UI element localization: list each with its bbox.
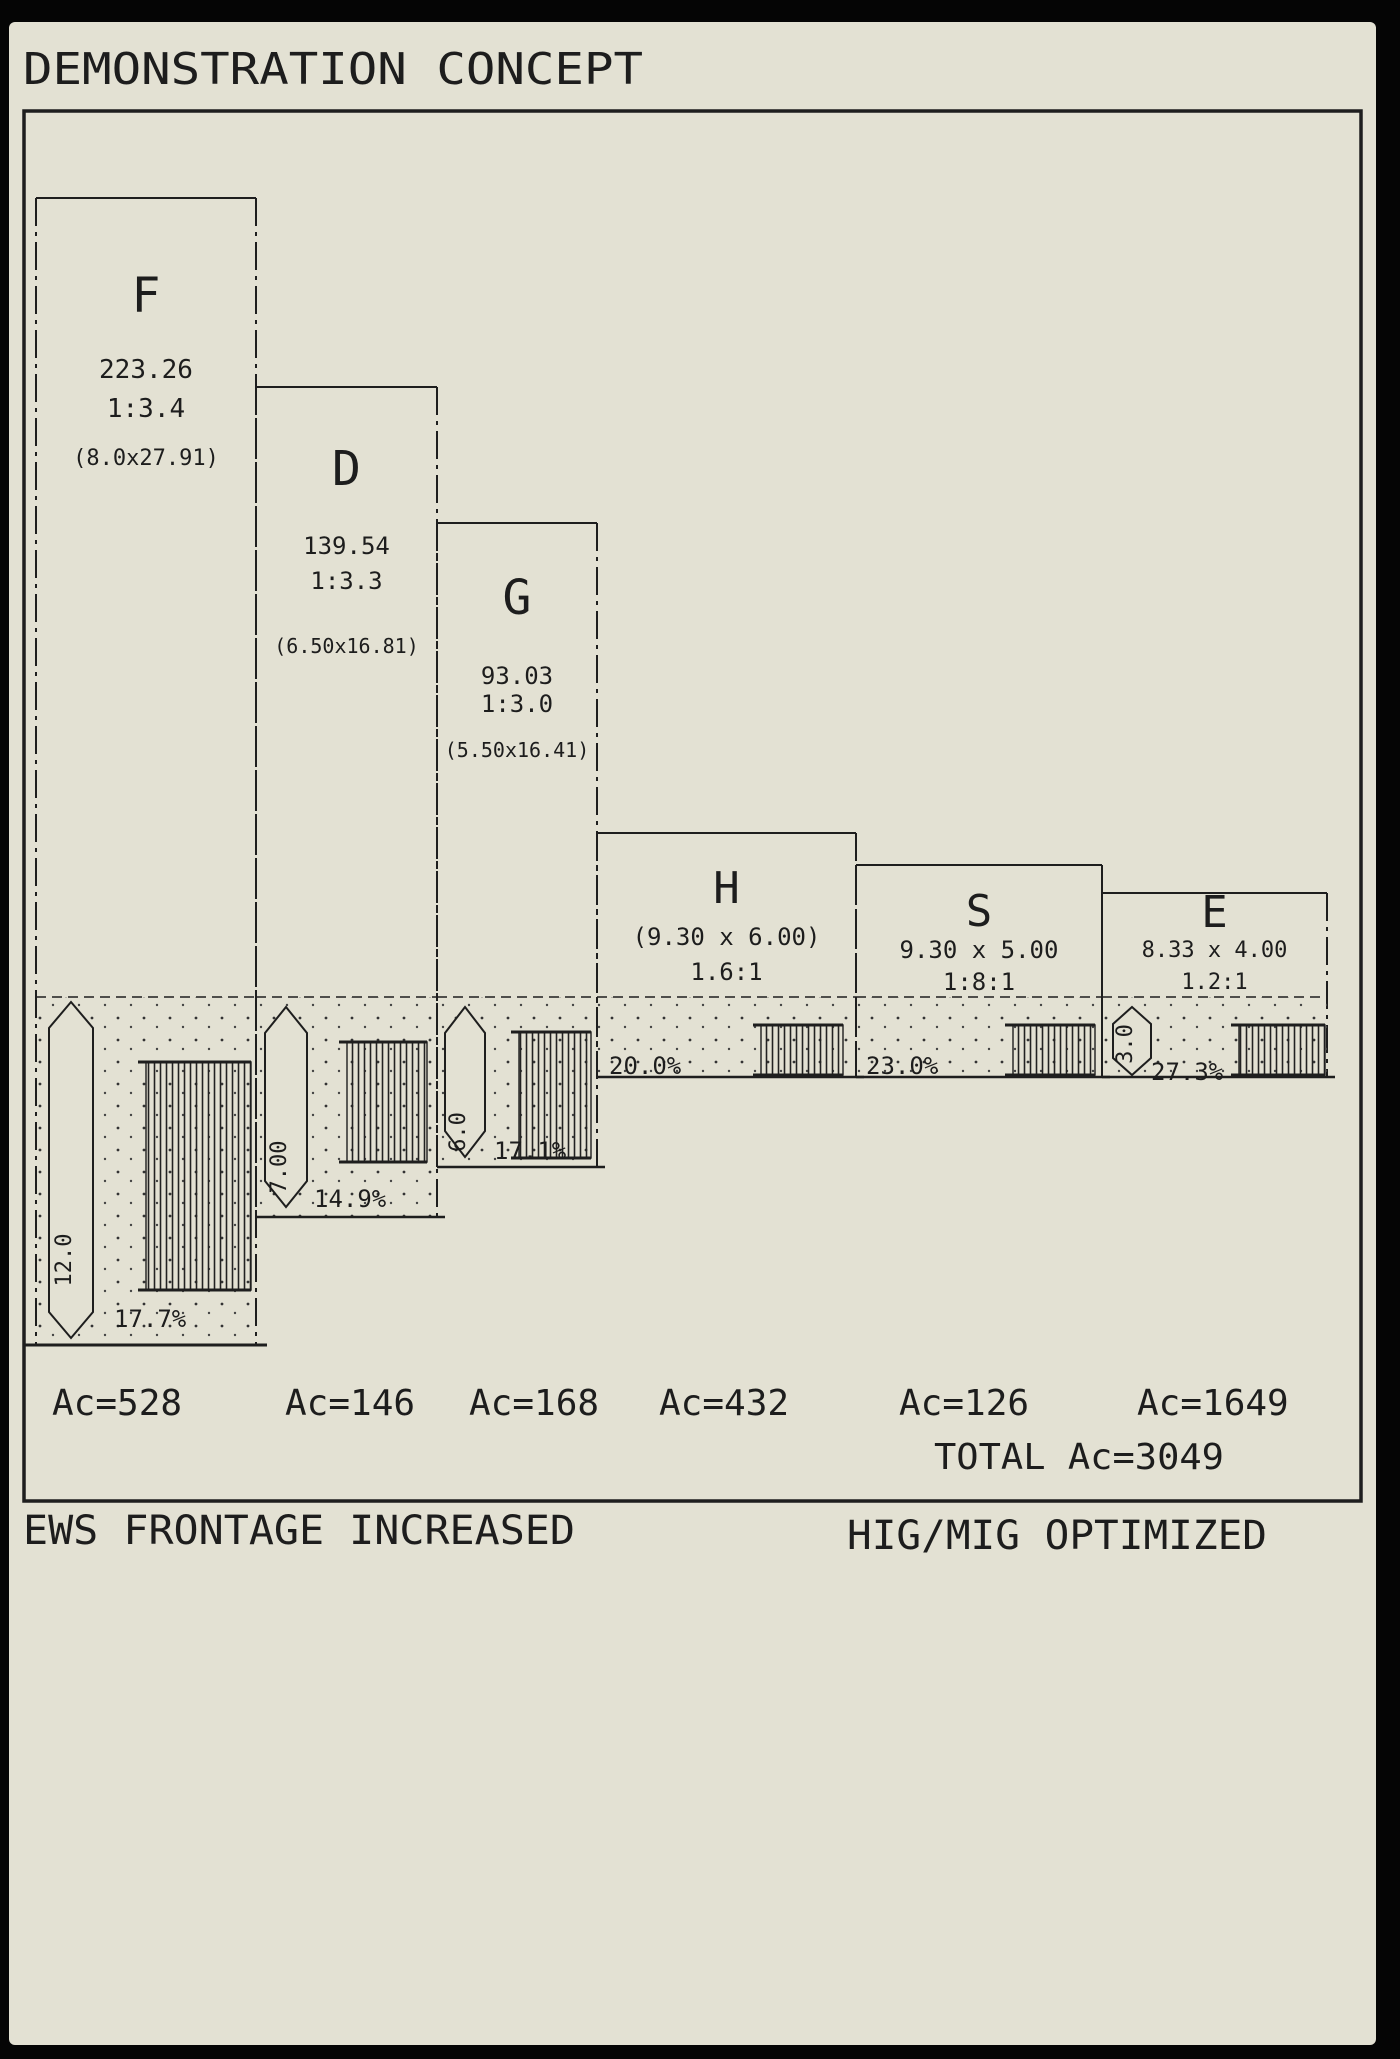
block-stat-line: (5.50x16.41) (445, 738, 590, 762)
block-area-label: Ac=168 (469, 1383, 599, 1424)
frontage-hatch (1238, 1024, 1326, 1076)
block-stat-line: (6.50x16.81) (274, 634, 419, 658)
block-area-label: Ac=146 (285, 1383, 415, 1424)
frontage-hatch (145, 1061, 252, 1291)
block-stat-line: 1:3.4 (107, 394, 185, 424)
main-frame (22, 109, 1363, 1503)
road-width-badge (1112, 1005, 1152, 1077)
footer-right-note: HIG/MIG OPTIMIZED (847, 1513, 1267, 1559)
block-stat-line: 1:8:1 (943, 968, 1015, 996)
block-stat-line: 1:3.3 (310, 567, 382, 595)
frontage-percent: 23.0% (866, 1052, 939, 1080)
block-stat-line: 8.33 x 4.00 (1142, 938, 1288, 963)
block-stat-line: 1.6:1 (690, 958, 762, 986)
road-width-label: 3.0 (1113, 1024, 1138, 1064)
block-area-label: Ac=126 (899, 1383, 1029, 1424)
block-stat-line: 139.54 (303, 532, 390, 560)
road-width-label: 7.00 (267, 1141, 292, 1194)
frontage-percent: 17.1% (494, 1137, 567, 1165)
block-stat-line: 1:3.0 (481, 690, 553, 718)
block-stat-line: 9.30 x 5.00 (900, 936, 1059, 964)
frontage-hatch (760, 1024, 844, 1076)
frontage-percent: 14.9% (314, 1185, 387, 1213)
block-stat-line: (9.30 x 6.00) (633, 923, 821, 951)
block-stat-line: 223.26 (99, 355, 193, 385)
drawing-sheet: DEMONSTRATION CONCEPT 12.0 F 223.26 1:3.4 (8… (9, 22, 1376, 2045)
block-letter: F (132, 268, 161, 324)
block-letter: E (1201, 887, 1228, 938)
frontage-percent: 20.0% (609, 1052, 682, 1080)
blocks-layer: 12.0 F 223.26 1:3.4 (8.0x27.91) 17.7% Ac=528 7.… (35, 197, 1335, 1424)
frontage-percent: 27.3% (1151, 1058, 1224, 1086)
road-width-badge (48, 1000, 94, 1340)
block-letter: D (332, 441, 361, 497)
total-area: TOTAL Ac=3049 (934, 1437, 1224, 1478)
frontage-hatch (1012, 1024, 1096, 1076)
block-letter: S (966, 886, 993, 937)
footer-left-note: EWS FRONTAGE INCREASED (23, 1508, 575, 1554)
demonstration-concept-diagram: DEMONSTRATION CONCEPT 12.0 F 223.26 1:3.4 (8… (22, 44, 1363, 1559)
block-letter: G (503, 570, 532, 626)
block-stat-line: (8.0x27.91) (73, 446, 219, 471)
block-area-label: Ac=1649 (1137, 1383, 1289, 1424)
frontage-hatch (518, 1031, 592, 1159)
block-letter: H (713, 863, 740, 914)
road-width-label: 6.0 (446, 1112, 471, 1152)
frontage-percent: 17.7% (114, 1305, 187, 1333)
diagram-title: DEMONSTRATION CONCEPT (23, 44, 643, 95)
block-stat-line: 93.03 (481, 662, 553, 690)
frontage-hatch (346, 1041, 428, 1163)
road-width-badge (444, 1005, 486, 1159)
road-width-badge (264, 1005, 308, 1209)
block-area-label: Ac=432 (659, 1383, 789, 1424)
block-area-label: Ac=528 (52, 1383, 182, 1424)
block-stat-line: 1.2:1 (1181, 970, 1247, 995)
road-width-label: 12.0 (52, 1234, 77, 1287)
